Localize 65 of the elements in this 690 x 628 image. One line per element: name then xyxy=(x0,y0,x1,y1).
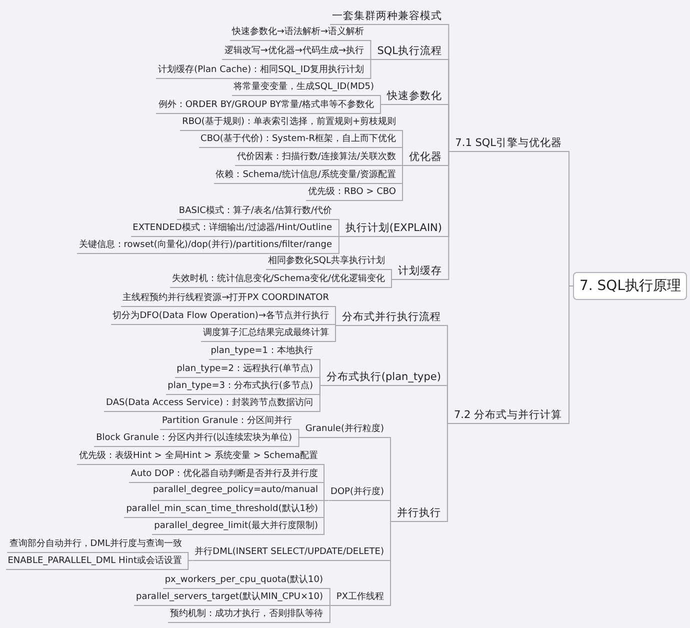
topic-label: BASIC模式：算子/表名/估算行数/代价 xyxy=(176,204,334,220)
connector-line xyxy=(314,385,325,412)
root-topic-box: 7. SQL执行原理 xyxy=(573,272,687,300)
topic-label: Granule(并行粒度) xyxy=(303,422,386,438)
connector-line xyxy=(386,279,396,288)
topic-label: EXTENDED模式：详细输出/过滤器/Hint/Outline xyxy=(130,221,334,237)
topic-label: plan_type=2：远程执行(单节点) xyxy=(174,362,315,378)
topic-label: 快速参数化→语法解析→语义解析 xyxy=(230,25,366,41)
topic-label: 失效时机：统计信息变化/Schema变化/优化逻辑变化 xyxy=(170,272,387,288)
topic-label: 依赖：Schema/统计信息/系统变量/资源配置 xyxy=(214,168,398,184)
topic-label: 分布式执行(plan_type) xyxy=(324,370,443,386)
topic-label: 7.2 分布式与并行计算 xyxy=(452,408,564,424)
topic-label: 并行DML(INSERT SELECT/UPDATE/DELETE) xyxy=(192,545,386,561)
topic-label: 优化器 xyxy=(407,150,444,166)
connector-line xyxy=(442,423,452,522)
topic-label: plan_type=3：分布式执行(多节点) xyxy=(166,379,315,395)
topic-label: Block Granule：分区内并行(以连续宏块为单位) xyxy=(94,431,294,447)
topic-label: 将常量变变量，生成SQL_ID(MD5) xyxy=(232,80,376,96)
topic-label: 切分为DFO(Data Flow Operation)→各节点并行执行 xyxy=(110,309,331,325)
topic-label: parallel_degree_policy=auto/manual xyxy=(150,485,320,501)
connector-line xyxy=(334,236,344,254)
connector-line xyxy=(376,104,386,114)
topic-label: parallel_min_scan_time_threshold(默认1秒) xyxy=(124,502,320,518)
topic-label: 相同参数化SQL共享执行计划 xyxy=(266,254,387,270)
connector-line xyxy=(330,325,340,342)
topic-label: 优先级：RBO > CBO xyxy=(306,185,398,201)
connector-line xyxy=(184,560,194,570)
topic-label: DOP(并行度) xyxy=(328,485,386,501)
topic-label: ENABLE_PARALLEL_DML Hint或会话设置 xyxy=(6,554,184,570)
topic-label: 一套集群两种兼容模式 xyxy=(330,9,444,25)
topic-label: parallel_degree_limit(最大并行度限制) xyxy=(152,519,320,535)
topic-label: 执行计划(EXPLAIN) xyxy=(343,221,444,237)
connector-line xyxy=(444,151,454,280)
connector-line xyxy=(564,286,574,424)
topic-label: 关键信息：rowset(向量化)/dop(并行)/partitions/filter/range xyxy=(76,238,334,254)
topic-label: px_workers_per_cpu_quota(默认10) xyxy=(162,573,325,589)
topic-label: PX工作线程 xyxy=(334,590,386,606)
topic-label: CBO(基于代价)：System-R框架，自上而下优化 xyxy=(198,132,398,148)
topic-label: 计划缓存(Plan Cache)：相同SQL_ID复用执行计划 xyxy=(156,63,366,79)
topic-label: 分布式并行执行流程 xyxy=(340,310,443,326)
topic-label: 并行执行 xyxy=(395,506,443,522)
connector-line xyxy=(294,437,304,447)
topic-label: 逻辑改写→优化器→代码生成→执行 xyxy=(222,44,366,60)
topic-label: 优先级：表级Hint > 全局Hint > 系统变量 > Schema配置 xyxy=(77,449,320,465)
connector-line xyxy=(398,165,408,201)
topic-label: 预约机制：成功才执行，否则排队等待 xyxy=(168,607,325,623)
topic-label: parallel_servers_target(默认MIN_CPU×10) xyxy=(134,590,325,606)
topic-label: Auto DOP：优化器自动判断是否并行及并行度 xyxy=(128,467,320,483)
topic-label: 例外：ORDER BY/GROUP BY常量/格式串等不参数化 xyxy=(156,98,376,114)
topic-label: plan_type=1：本地执行 xyxy=(208,344,315,360)
topic-label: 调度算子汇总结果完成最终计算 xyxy=(201,326,331,342)
topic-label: 查询部分自动并行，DML并行度与查询一致 xyxy=(7,537,184,553)
topic-label: DAS(Data Access Service)：封装跨节点数据访问 xyxy=(104,396,315,412)
topic-label: 7.1 SQL引擎与优化器 xyxy=(453,136,564,152)
connector-line xyxy=(324,605,335,623)
topic-label: Partition Granule：分区间并行 xyxy=(160,414,294,430)
topic-label: 主线程预约并行线程资源→打开PX COORDINATOR xyxy=(120,291,331,307)
topic-label: 计划缓存 xyxy=(396,264,444,280)
topic-label: SQL执行流程 xyxy=(375,44,444,60)
connector-line xyxy=(320,500,330,535)
connector-line xyxy=(366,59,376,79)
topic-label: 代价因素：扫描行数/连接算法/关联次数 xyxy=(234,150,398,166)
topic-label: 快速参数化 xyxy=(385,89,444,105)
connector-line xyxy=(386,521,396,606)
topic-label: RBO(基于规则)：单表索引选择，前置规则+剪枝规则 xyxy=(180,115,398,131)
